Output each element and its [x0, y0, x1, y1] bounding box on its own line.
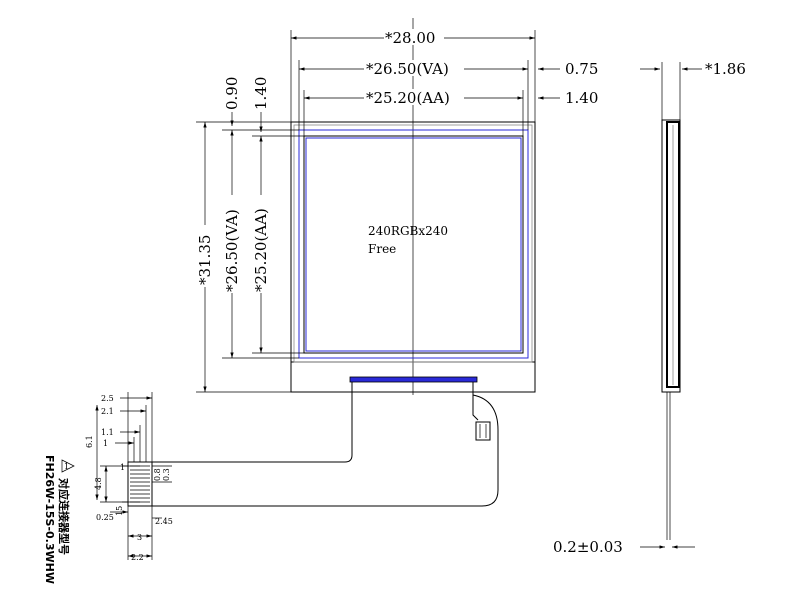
top-offset-outline-label: 0.90 — [223, 77, 241, 110]
active-area-inner — [305, 137, 522, 352]
dim-2-1: 2.1 — [101, 407, 114, 416]
glass-frame — [293, 124, 533, 363]
dim-1: 1 — [103, 439, 108, 448]
connector-note-cn: 对应连接器型号 — [57, 478, 71, 555]
top-offset-aa-label: 1.40 — [252, 77, 270, 110]
dim-0-25: 0.25 — [96, 513, 114, 522]
resolution-label: 240RGBx240 — [368, 224, 448, 238]
right-offset-aa-label: 1.40 — [565, 89, 598, 107]
fpc-thickness-label: 0.2±0.03 — [553, 538, 623, 556]
right-offset-va-label: 0.75 — [565, 60, 598, 78]
outline-width-label: *28.00 — [385, 29, 435, 47]
active-area — [303, 135, 524, 354]
revision-triangle-icon — [61, 459, 75, 473]
display-note: Free — [368, 242, 396, 256]
aa-height-label: *25.20(AA) — [252, 208, 270, 292]
driver-ic-strip — [349, 376, 478, 383]
dim-2-45: 2.45 — [155, 517, 173, 526]
side-view-glass — [666, 121, 680, 388]
dim-2-5: 2.5 — [101, 394, 114, 403]
dim-15: 15 — [115, 506, 124, 516]
fpc-test-pad — [475, 421, 491, 441]
connector-pins — [130, 465, 150, 503]
dim-4-8: 4.8 — [94, 477, 103, 490]
dim-1-1: 1.1 — [101, 428, 114, 437]
side-thickness-label: *1.86 — [705, 60, 746, 78]
dim-0-3: 0.3 — [162, 468, 171, 481]
viewing-area — [298, 129, 529, 359]
aa-width-label: *25.20(AA) — [366, 89, 450, 107]
dim-2-2: 2.2 — [131, 553, 144, 562]
svg-text:1: 1 — [64, 462, 69, 471]
fpc-tail-left — [150, 382, 353, 463]
dim-6-1: 6.1 — [85, 435, 94, 448]
va-width-label: *26.50(VA) — [366, 60, 449, 78]
outline-height-label: *31.35 — [196, 235, 214, 285]
va-height-label: *26.50(VA) — [223, 209, 241, 292]
connector-body — [127, 461, 153, 507]
fpc-tail-right — [150, 382, 499, 507]
dim-3: 3 — [137, 533, 142, 542]
dim-0-8: 0.8 — [153, 468, 162, 481]
connector-part-number: FH26W-15S-0.3WHW — [43, 455, 56, 584]
side-view-body — [661, 119, 681, 393]
module-outline — [290, 121, 536, 393]
dim-1-side: 1 — [120, 463, 125, 472]
